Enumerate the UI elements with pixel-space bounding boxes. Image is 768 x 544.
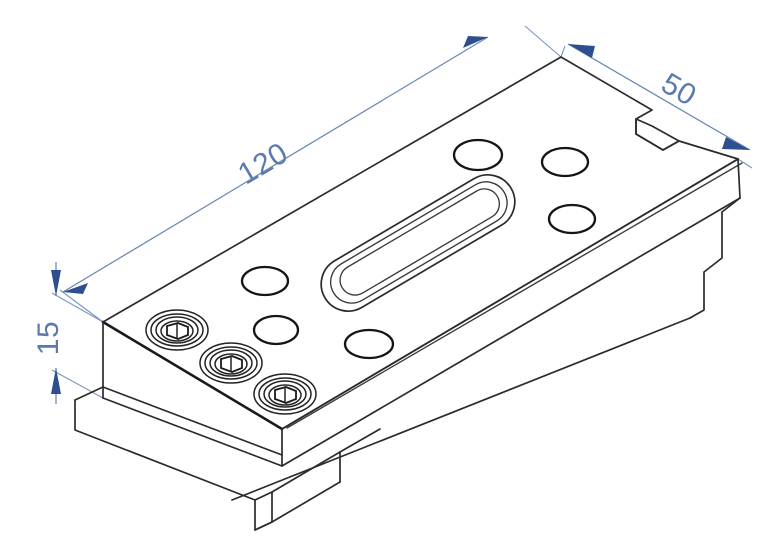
stepped-right-edge-profile (689, 158, 741, 319)
through-hole (252, 314, 300, 346)
screw-head-ring (150, 313, 204, 347)
dim-50-ext-left (560, 45, 566, 58)
dim-120-line (62, 36, 489, 293)
socket-head-screw (199, 342, 263, 384)
corner-notch (635, 118, 680, 151)
dim-50-arrow-right (722, 137, 750, 150)
slot-step-edge (329, 181, 508, 304)
base-rail-right-top (271, 451, 341, 493)
dim-50-arrow-left (568, 44, 595, 58)
through-hole (240, 265, 290, 297)
plain-holes-group (240, 138, 597, 360)
screw-head-inner-ring (155, 316, 199, 344)
through-hole (452, 138, 504, 172)
base-rail-top-left (74, 386, 104, 401)
dim-50-line (567, 43, 751, 151)
dim-120-ext-left (59, 289, 104, 323)
front-right-bottom-edge (281, 197, 741, 467)
base-rail-bottom-front (254, 491, 273, 501)
part-body (74, 56, 743, 531)
dim-15-arrow-bottom (51, 368, 61, 394)
through-hole (540, 146, 590, 178)
screw-head-inner-ring (263, 380, 307, 408)
dim-50-ext-right (737, 158, 753, 169)
base-rail-left-end (74, 399, 273, 531)
dim-120-arrow-left (63, 283, 88, 294)
dimension-label-height: 15 (32, 321, 65, 355)
dim-15-arrow-top (51, 270, 61, 296)
screw-head-ring (204, 346, 258, 380)
dimension-label-length: 120 (233, 137, 294, 192)
screw-head-ring (258, 377, 312, 411)
base-rail-bottom-edge (254, 521, 273, 531)
front-left-bottom-edge (102, 397, 283, 467)
dimension-label-width: 50 (656, 67, 702, 113)
screw-socket-ring (160, 320, 194, 342)
front-left-face (103, 322, 282, 466)
screw-socket-ring (214, 353, 248, 375)
base-rail-top-edge (102, 386, 283, 456)
dim-15-ext-top (51, 292, 104, 323)
socket-head-screw (253, 373, 317, 415)
through-hole (547, 203, 597, 235)
slot-inner-edge (339, 188, 501, 296)
dim-120-ext-right (524, 25, 562, 58)
counterbored-slot (320, 174, 516, 312)
socket-head-screw (145, 309, 209, 351)
top-front-right-edge-inner (286, 162, 743, 429)
dimension-15: 15 (32, 262, 104, 404)
screw-head-inner-ring (209, 349, 253, 377)
base-rail-right-bottom (271, 481, 341, 523)
dim-15-ext-bottom (51, 369, 104, 399)
slot-outer-edge (320, 174, 516, 312)
screw-socket-ring (268, 384, 302, 406)
dim-120-arrow-right (463, 36, 488, 48)
top-front-left-edge (101, 320, 284, 431)
top-front-right-edge (281, 158, 739, 430)
right-end-face (282, 159, 738, 466)
base-rail-shoulder (339, 428, 381, 453)
through-hole (343, 328, 395, 360)
